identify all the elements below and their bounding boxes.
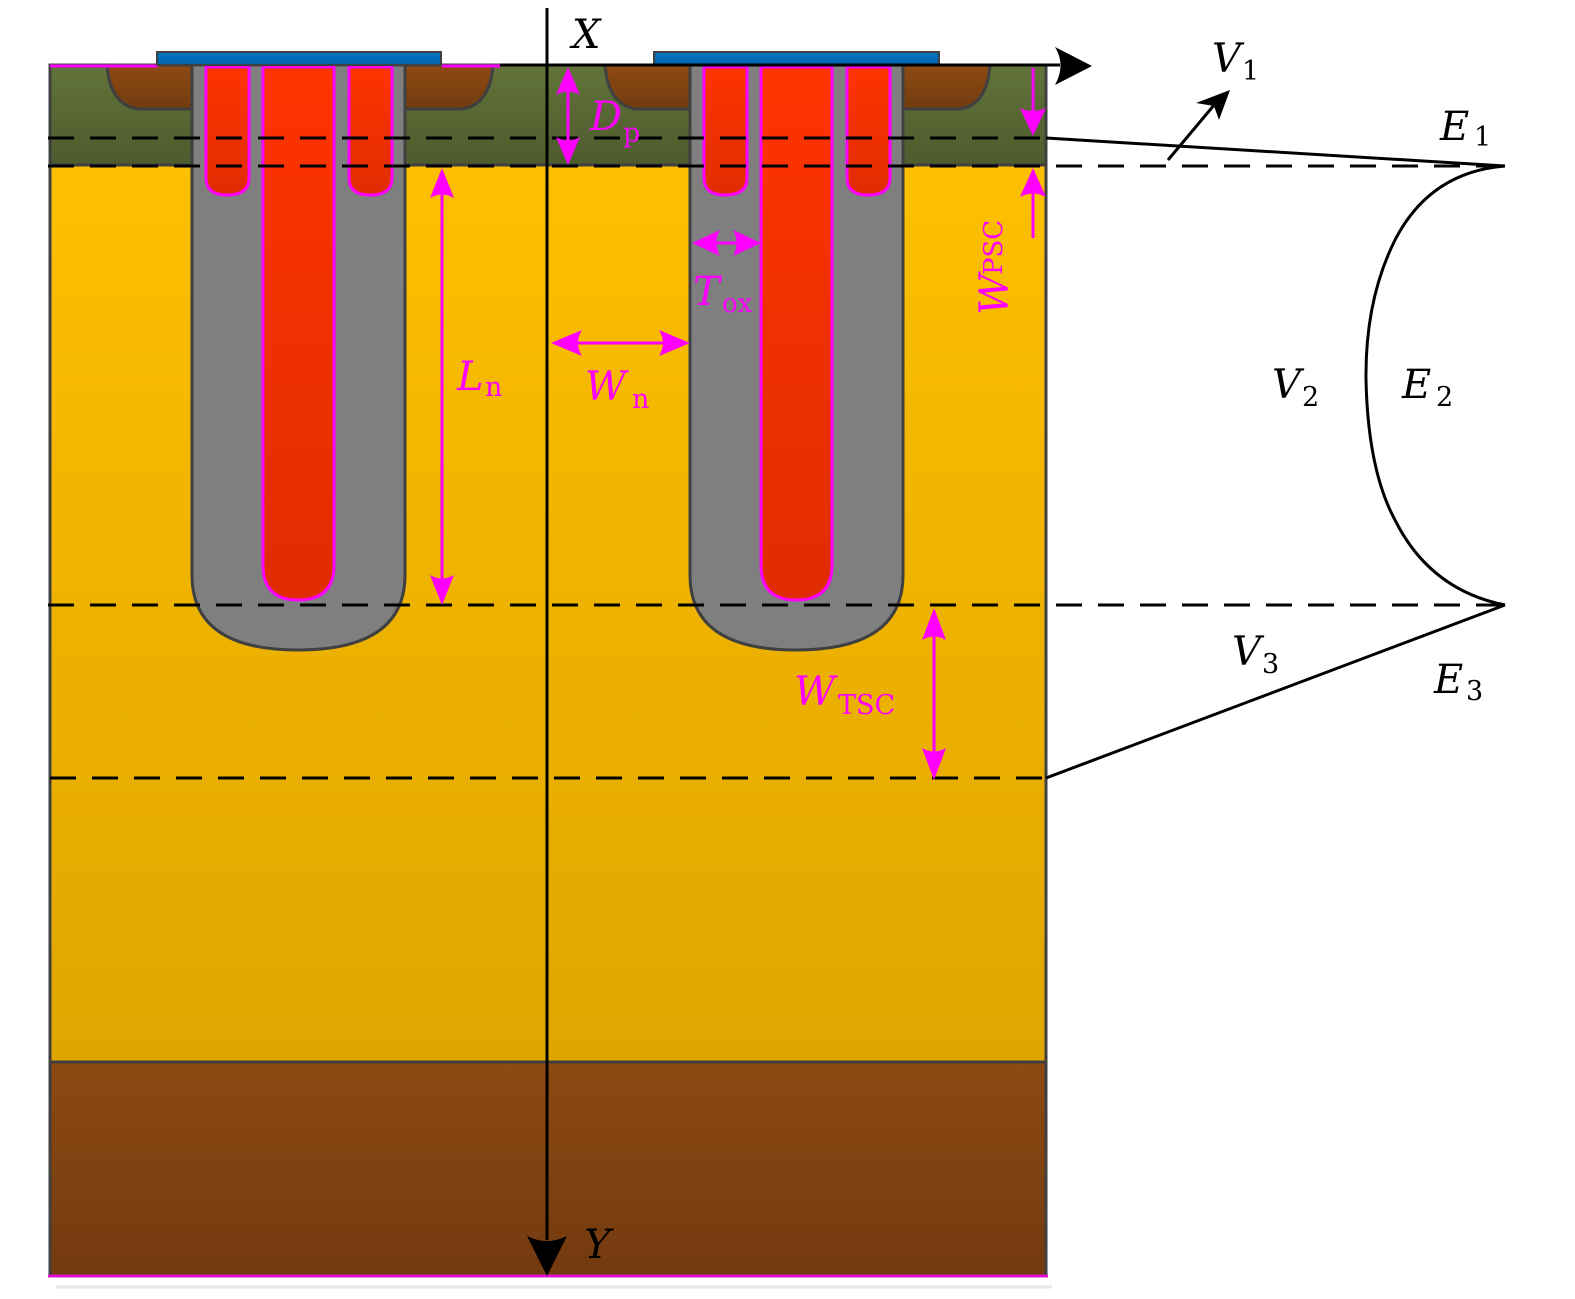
metal-electrode-left [156,51,442,66]
shield-poly-left [261,65,336,602]
tox-dimension: T ox [692,230,761,319]
v2-label: V 2 [1272,362,1319,413]
field-segment-e3 [1045,603,1506,780]
ln-dimension: L n [430,168,502,605]
ln-label: L [456,354,484,400]
svg-text:3: 3 [1262,649,1279,680]
svg-text:V: V [1212,36,1245,82]
svg-text:2: 2 [1302,382,1319,413]
svg-text:1: 1 [1242,56,1259,87]
wn-subscript: n [632,384,649,415]
field-segment-e1 [1045,136,1506,168]
wpsc-label: W [972,271,1018,315]
y-axis-arrowhead [527,1236,567,1276]
svg-text:V: V [1232,629,1265,675]
e3-label: E 3 [1433,657,1483,707]
dp-dimension: D p [556,67,640,165]
svg-text:1: 1 [1474,122,1491,153]
dp-subscript: p [623,118,640,149]
wn-dimension: W n [551,330,690,415]
field-segment-e2 [1364,164,1506,607]
dp-label: D [589,94,622,140]
gate-poly-left-b [347,65,394,197]
y-axis-label: Y [584,1222,614,1268]
wtsc-dimension: W TSC [794,608,946,780]
metal-electrode-right [653,51,940,66]
v1-arrowhead [1196,90,1230,120]
svg-text:3: 3 [1466,676,1483,707]
svg-text:E: E [1401,362,1431,408]
x-axis-arrowhead [1055,47,1092,85]
source-region-right-1 [603,63,692,111]
wpsc-dimension: W PSC [972,68,1046,315]
tox-label: T [693,269,723,315]
svg-text:E: E [1433,657,1463,703]
svg-text:2: 2 [1436,382,1453,413]
wpsc-subscript: PSC [979,220,1009,275]
source-region-right-2 [901,63,992,111]
v1-label: V 1 [1212,36,1259,87]
gate-poly-right-a [702,65,749,197]
ln-subscript: n [485,372,502,403]
e2-label: E 2 [1401,362,1453,413]
wtsc-label: W [794,669,838,715]
e1-label: E 1 [1439,104,1491,153]
wtsc-subscript: TSC [838,690,895,721]
v3-label: V 3 [1232,629,1279,680]
wn-label: W [585,364,629,410]
gate-poly-right-b [845,65,892,197]
v1-arrow [1166,97,1222,161]
shield-poly-right [759,65,834,602]
gate-poly-left-a [204,65,251,197]
source-region-left-1 [105,63,194,111]
x-axis-label: X [569,12,602,58]
source-region-left-2 [403,63,495,111]
electric-field-profile [1045,90,1506,780]
svg-text:E: E [1439,104,1469,150]
tox-subscript: ox [722,289,753,319]
svg-text:V: V [1272,362,1305,408]
